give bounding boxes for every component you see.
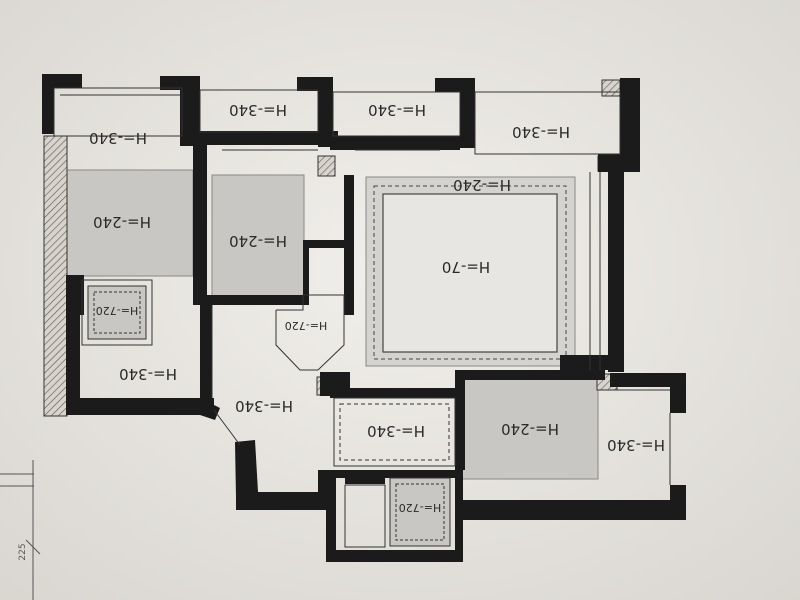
hatched-left-column [43,135,68,417]
label-shaft-left: H=-720 [96,304,138,317]
label-center-living-border: H=-240 [453,176,511,194]
left-recess-fill [63,169,194,277]
label-room-left-lower: H=-340 [119,365,177,383]
center-living-inner [382,193,558,353]
right-recess-fill [461,377,599,480]
label-room-top-left: H=-340 [89,129,147,147]
label-center-living: H=-70 [442,258,490,276]
label-hall-lower: H=-340 [235,397,293,415]
label-room-right-recess: H=-240 [501,420,559,438]
middle-recess-fill [211,174,305,304]
label-corridor-top-2: H=-340 [368,101,426,119]
hatched-top-right [601,79,621,97]
label-shaft-mid: H=-720 [285,319,327,332]
dimension-marks [0,460,41,600]
label-left-recess: H=-240 [93,213,151,231]
label-corridor-top-1: H=-340 [229,101,287,119]
label-bath-box: H=-340 [367,422,425,440]
label-room-top-right: H=-340 [512,123,570,141]
thin-walls [53,87,671,548]
label-shaft-bottom: H=-720 [399,501,441,514]
label-middle-recess: H=-240 [229,232,287,250]
walls [42,74,686,562]
label-room-right: H=-340 [607,436,665,454]
room-labels: H=-340 H=-340 H=-340 H=-340 H=-240 H=-24… [18,101,665,561]
dimension-text: 225 [18,543,28,560]
hatched-mid-1 [317,155,336,177]
